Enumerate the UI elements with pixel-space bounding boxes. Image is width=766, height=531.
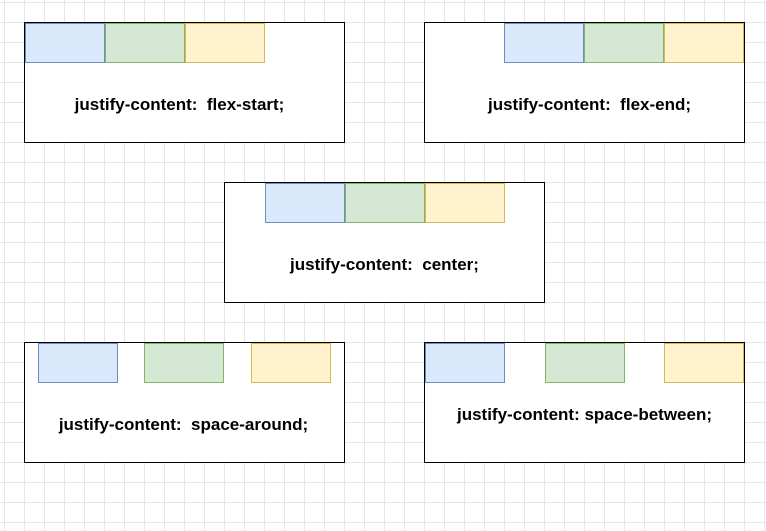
blue-box <box>264 183 345 223</box>
panel-label: justify-content: space-between; <box>456 405 713 424</box>
yellow-box <box>664 23 744 63</box>
blue-box <box>25 23 105 63</box>
flex-row <box>425 23 744 63</box>
yellow-box <box>424 183 505 223</box>
flex-row <box>25 23 344 63</box>
flex-row <box>225 183 544 223</box>
green-box <box>144 343 225 383</box>
panel-flex-end: justify-content: flex-end; <box>424 22 745 143</box>
yellow-box <box>250 343 331 383</box>
panel-space-between: justify-content: space-between; <box>424 342 745 463</box>
yellow-box <box>185 23 265 63</box>
yellow-box <box>664 343 744 383</box>
panel-label: justify-content: center; <box>290 255 479 274</box>
panel-flex-start: justify-content: flex-start; <box>24 22 345 143</box>
blue-box <box>38 343 119 383</box>
flex-row <box>425 343 744 383</box>
green-box <box>584 23 664 63</box>
panel-center: justify-content: center; <box>224 182 545 303</box>
panel-space-around: justify-content: space-around; <box>24 342 345 463</box>
blue-box <box>425 343 505 383</box>
panel-label: justify-content: flex-start; <box>74 95 285 114</box>
flex-row <box>25 343 344 383</box>
green-box <box>544 343 625 383</box>
panel-label: justify-content: space-around; <box>58 415 309 434</box>
panel-label: justify-content: flex-end; <box>487 95 692 114</box>
blue-box <box>504 23 584 63</box>
green-box <box>105 23 185 63</box>
green-box <box>344 183 425 223</box>
